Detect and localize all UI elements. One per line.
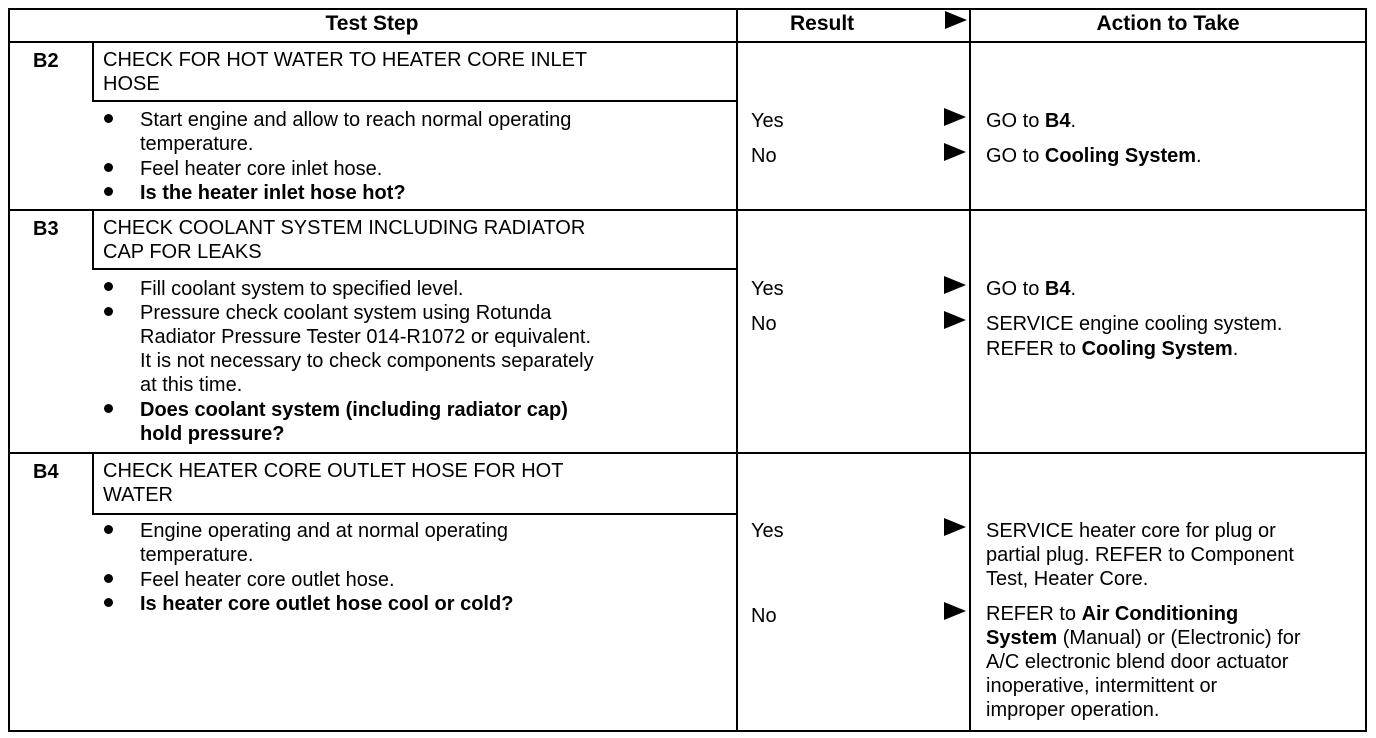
instruction-question: Is the heater inlet hose hot?	[140, 182, 406, 204]
step-title-line: CHECK FOR HOT WATER TO HEATER CORE INLET	[103, 49, 588, 71]
bullet-icon	[104, 114, 113, 123]
step-id: B2	[33, 50, 59, 72]
instruction-line: Fill coolant system to specified level.	[140, 278, 464, 300]
action-text: Test, Heater Core.	[986, 568, 1149, 590]
b2-title-bottom-border	[92, 100, 737, 102]
arrow-icon	[944, 108, 966, 126]
arrow-icon	[944, 311, 966, 329]
b2-bottom-border	[8, 209, 1367, 211]
instruction-question: Does coolant system (including radiator …	[140, 399, 568, 421]
instruction-line: temperature.	[140, 544, 254, 566]
action-column-divider	[969, 8, 971, 732]
instruction-question: hold pressure?	[140, 423, 285, 445]
action-text: A/C electronic blend door actuator	[986, 651, 1289, 673]
action-text: GO to Cooling System.	[986, 145, 1202, 167]
instruction-line: Feel heater core inlet hose.	[140, 158, 383, 180]
arrow-icon	[944, 276, 966, 294]
action-text: SERVICE engine cooling system.	[986, 313, 1283, 335]
bullet-icon	[104, 282, 113, 291]
action-text: inoperative, intermittent or	[986, 675, 1218, 697]
action-text: REFER to Air Conditioning	[986, 603, 1239, 625]
instruction-line: at this time.	[140, 374, 243, 396]
result-no: No	[751, 605, 777, 627]
action-text: improper operation.	[986, 699, 1160, 721]
instruction-line: Feel heater core outlet hose.	[140, 569, 395, 591]
bullet-icon	[104, 525, 113, 534]
action-text: REFER to Cooling System.	[986, 338, 1239, 360]
step-id: B4	[33, 461, 59, 483]
header-result: Result	[790, 12, 855, 35]
arrow-icon	[944, 143, 966, 161]
action-text: partial plug. REFER to Component	[986, 544, 1294, 566]
result-yes: Yes	[751, 110, 784, 132]
result-no: No	[751, 313, 777, 335]
action-text: GO to B4.	[986, 110, 1077, 132]
result-yes: Yes	[751, 520, 784, 542]
instruction-question: Is heater core outlet hose cool or cold?	[140, 593, 514, 615]
instruction-line: It is not necessary to check components …	[140, 350, 594, 372]
bullet-icon	[104, 163, 113, 172]
bullet-icon	[104, 574, 113, 583]
header-bottom-border	[8, 41, 1367, 43]
b3-bottom-border	[8, 452, 1367, 454]
header-action: Action to Take	[1096, 12, 1240, 35]
instruction-line: Radiator Pressure Tester 014-R1072 or eq…	[140, 326, 591, 348]
step-id: B3	[33, 218, 59, 240]
step-title-line: CHECK COOLANT SYSTEM INCLUDING RADIATOR	[103, 217, 586, 239]
table-bottom-border	[8, 730, 1367, 732]
step-title-line: CHECK HEATER CORE OUTLET HOSE FOR HOT	[103, 460, 564, 482]
header-arrow-icon	[945, 11, 967, 29]
step-title-line: CAP FOR LEAKS	[103, 241, 262, 263]
result-column-divider	[736, 8, 738, 732]
bullet-icon	[104, 598, 113, 607]
action-text: System (Manual) or (Electronic) for	[986, 627, 1301, 649]
instruction-line: Start engine and allow to reach normal o…	[140, 109, 572, 131]
step-title-line: HOSE	[103, 73, 160, 95]
table-right-border	[1365, 8, 1367, 732]
table-left-border	[8, 8, 10, 732]
action-text: SERVICE heater core for plug or	[986, 520, 1276, 542]
action-text: GO to B4.	[986, 278, 1077, 300]
arrow-icon	[944, 602, 966, 620]
instruction-line: temperature.	[140, 133, 254, 155]
step-id-divider-b3	[92, 210, 94, 269]
bullet-icon	[104, 404, 113, 413]
bullet-icon	[104, 307, 113, 316]
instruction-line: Engine operating and at normal operating	[140, 520, 509, 542]
bullet-icon	[104, 187, 113, 196]
step-id-divider-b2	[92, 42, 94, 101]
instruction-line: Pressure check coolant system using Rotu…	[140, 302, 552, 324]
table-top-border	[8, 8, 1367, 10]
b4-title-bottom-border	[92, 513, 737, 515]
header-test-step: Test Step	[325, 12, 419, 35]
result-yes: Yes	[751, 278, 784, 300]
step-title-line: WATER	[103, 484, 173, 506]
result-no: No	[751, 145, 777, 167]
arrow-icon	[944, 518, 966, 536]
b3-title-bottom-border	[92, 268, 737, 270]
step-id-divider-b4	[92, 453, 94, 514]
